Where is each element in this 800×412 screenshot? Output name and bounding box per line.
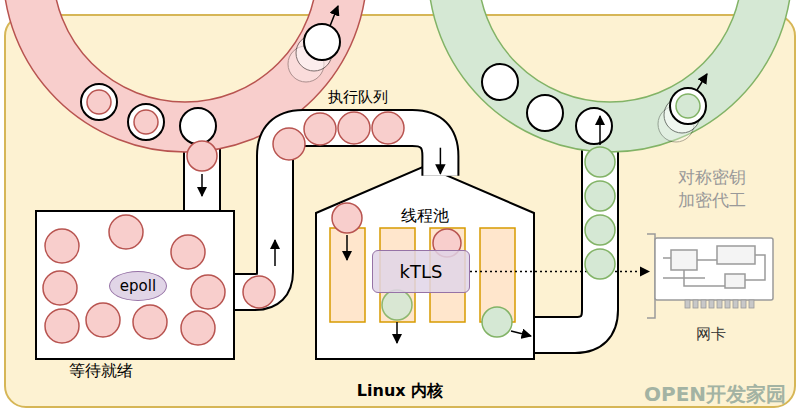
pool-title: 线程池 bbox=[315, 206, 535, 227]
ktls-box: kTLS bbox=[372, 250, 470, 293]
worker-bars bbox=[330, 228, 515, 322]
pink-ring bbox=[3, 0, 367, 152]
box-title: 等待就绪 bbox=[69, 361, 133, 382]
nic-board bbox=[645, 228, 777, 324]
note-text: 对称密钥 加密代工 bbox=[670, 166, 754, 212]
watermark: OPEN开发家园 bbox=[644, 381, 786, 408]
thread-pool: 线程池 kTLS bbox=[315, 165, 535, 360]
nic-card: 网卡 bbox=[645, 228, 777, 350]
nic-label: 网卡 bbox=[645, 325, 777, 344]
epoll-ellipse: epoll bbox=[109, 271, 167, 301]
kernel-panel: Linux 内核 等待就绪epoll bbox=[4, 14, 796, 408]
green-ring bbox=[428, 0, 792, 152]
dotted-arrow bbox=[470, 271, 649, 272]
node-label: epoll bbox=[120, 277, 156, 295]
node-label: kTLS bbox=[400, 261, 443, 282]
pink-ring-items bbox=[81, 6, 340, 196]
waiting-box: 等待就绪epoll bbox=[35, 210, 235, 360]
edge-label: 执行队列 bbox=[325, 88, 391, 107]
